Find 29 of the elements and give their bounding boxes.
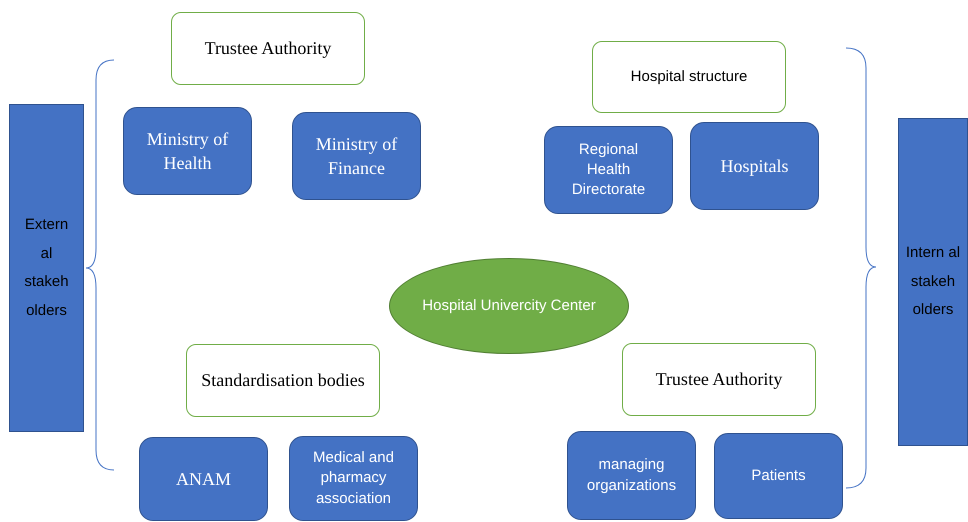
entity-box: [289, 436, 418, 521]
stakeholder-band: [898, 118, 968, 446]
node-label: Ministry of Health: [146, 128, 230, 175]
entity-box: [292, 112, 421, 200]
node-label: Hospital structure: [630, 66, 748, 87]
node-label: Regional Health Directorate: [570, 140, 646, 200]
title-box: [186, 344, 380, 417]
node-label: Patients: [751, 466, 806, 486]
title-box: [171, 12, 365, 85]
node-label: Medical and pharmacy association: [312, 448, 395, 509]
node-label: Standardisation bodies: [201, 369, 365, 392]
node-label: Trustee Authority: [656, 368, 782, 392]
node-label: Trustee Authority: [204, 37, 332, 60]
entity-box: [123, 107, 252, 195]
entity-box: [714, 433, 843, 519]
node-label: Intern al stakeh olders: [905, 243, 961, 320]
entity-box: [544, 126, 673, 214]
entity-box: [567, 431, 696, 520]
entity-box: [139, 437, 268, 521]
entity-box: [690, 122, 819, 210]
title-box: [622, 343, 816, 416]
node-label: Ministry of Finance: [314, 132, 398, 180]
node-label: Hospital Univercity Center: [422, 296, 596, 316]
stakeholder-band: [9, 104, 84, 432]
node-label: ANAM: [176, 468, 231, 491]
title-box: [592, 41, 786, 113]
node-label: Extern al stakeh olders: [23, 215, 70, 320]
node-label: managing organizations: [586, 455, 678, 496]
node-label: Hospitals: [720, 154, 788, 178]
